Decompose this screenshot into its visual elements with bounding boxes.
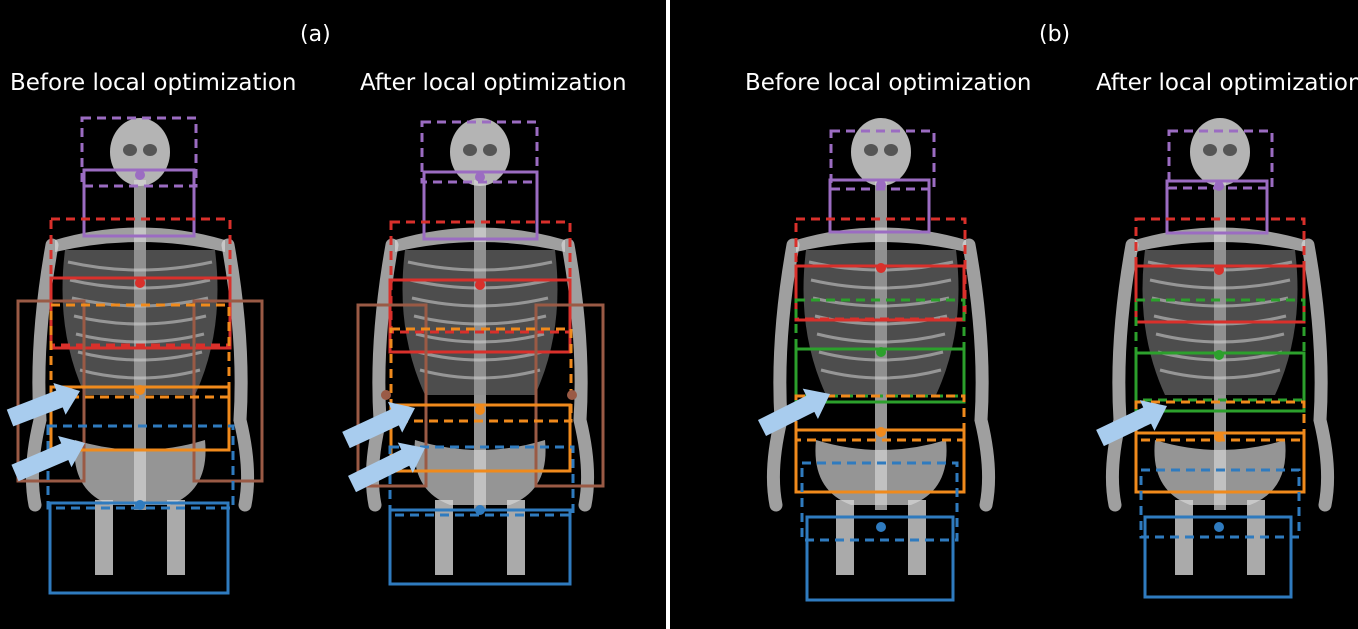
eye-socket <box>123 144 137 156</box>
skull <box>851 118 911 186</box>
right-arm <box>969 245 989 505</box>
left-femur <box>836 500 854 575</box>
right-femur <box>167 500 185 575</box>
pelvis-center-dot <box>135 500 145 510</box>
skull <box>1190 118 1250 186</box>
panel-a: (a) Before local optimization After loca… <box>0 0 666 629</box>
right-femur <box>908 500 926 575</box>
lung-center-dot <box>1214 350 1224 360</box>
left-arm <box>1112 245 1132 505</box>
abdomen-center-dot <box>475 405 485 415</box>
arm-center-dot <box>567 390 577 400</box>
eye-socket <box>463 144 477 156</box>
panel-b-figures <box>670 0 1358 629</box>
lung-center-dot <box>876 347 886 357</box>
pelvis-box <box>50 503 228 593</box>
head-center-dot <box>475 172 485 182</box>
pelvis-center-dot <box>876 522 886 532</box>
panel-a-figures <box>0 0 666 629</box>
panel-b: (b) Before local optimization After loca… <box>670 0 1358 629</box>
head-center-dot <box>135 170 145 180</box>
thorax-center-dot <box>876 263 886 273</box>
abdomen-center-dot <box>876 427 886 437</box>
thorax-center-dot <box>135 278 145 288</box>
pelvis-center-dot <box>1214 522 1224 532</box>
eye-socket <box>143 144 157 156</box>
pelvis-center-dot <box>475 505 485 515</box>
eye-socket <box>884 144 898 156</box>
eye-socket <box>1203 144 1217 156</box>
thorax-center-dot <box>1214 265 1224 275</box>
pelvis-box <box>390 510 570 584</box>
arm-center-dot <box>381 390 391 400</box>
left-femur <box>95 500 113 575</box>
right-arm <box>1308 245 1328 505</box>
head-center-dot <box>876 180 886 190</box>
eye-socket <box>483 144 497 156</box>
abdomen-center-dot <box>135 385 145 395</box>
eye-socket <box>864 144 878 156</box>
eye-socket <box>1223 144 1237 156</box>
head-center-dot <box>1214 181 1224 191</box>
thorax-center-dot <box>475 280 485 290</box>
abdomen-center-dot <box>1214 432 1224 442</box>
left-arm <box>773 245 793 505</box>
